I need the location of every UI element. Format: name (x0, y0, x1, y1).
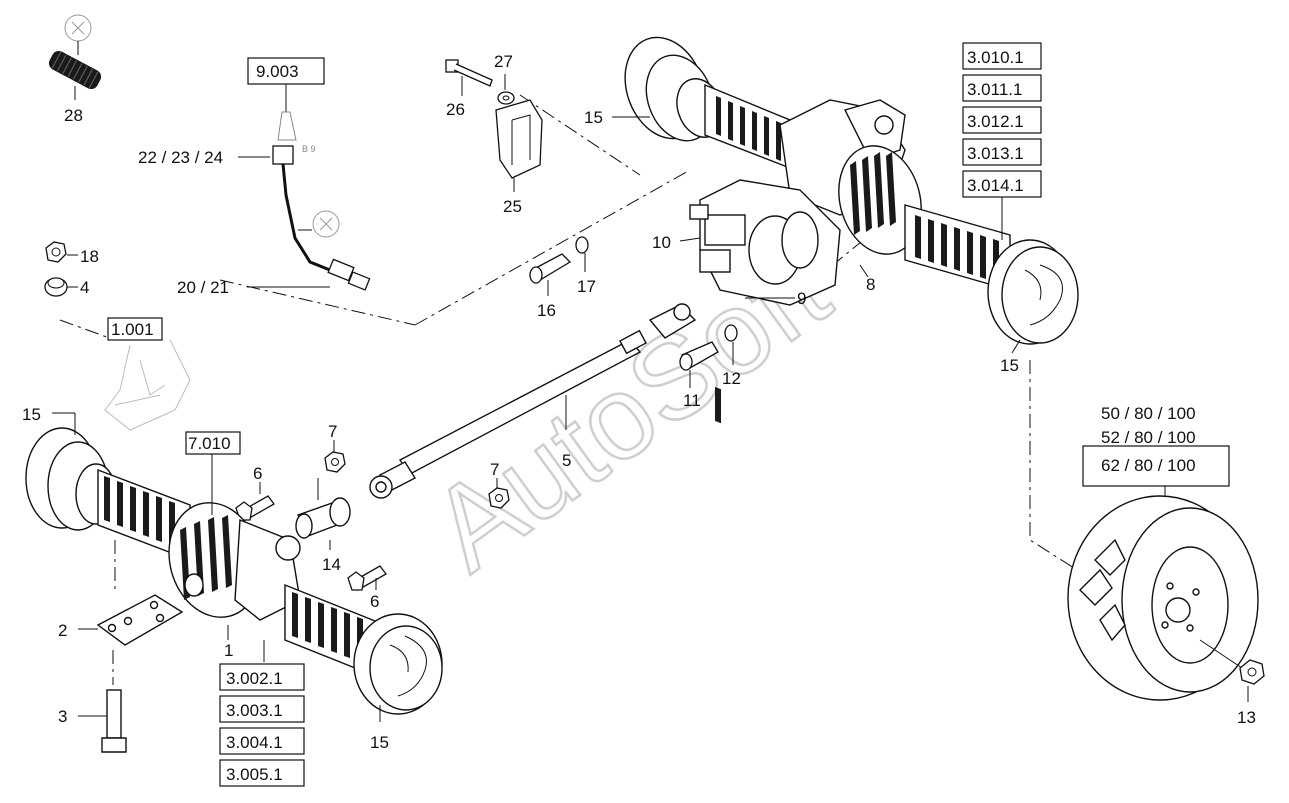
callout-25: 25 (503, 197, 522, 216)
sensor-cable: B 9 (272, 84, 371, 291)
ref-box-1001: 1.001 (107, 317, 163, 341)
svg-text:3.005.1: 3.005.1 (226, 765, 283, 784)
callout-2: 2 (58, 621, 67, 640)
svg-text:9.003: 9.003 (256, 62, 299, 81)
washer-27 (497, 74, 515, 105)
callout-3: 3 (58, 707, 67, 726)
callout-12: 12 (722, 369, 741, 388)
svg-text:3.004.1: 3.004.1 (226, 733, 283, 752)
rear-axle (624, 36, 1079, 424)
callout-1: 1 (224, 641, 233, 660)
ref-stack-rear-axle: 3.010.1 3.011.1 3.012.1 3.013.1 3.014.1 (962, 42, 1042, 240)
ghost-frame (104, 339, 191, 431)
callout-15-front-right: 15 (370, 733, 389, 752)
svg-text:3.010.1: 3.010.1 (967, 48, 1024, 67)
spring-part-28 (48, 50, 102, 100)
nut-7-lower (488, 478, 510, 509)
sleeve-4 (44, 277, 78, 297)
nut-7-upper (324, 440, 346, 473)
ref-box-tyres: 50 / 80 / 100 52 / 80 / 100 62 / 80 / 10… (1082, 404, 1230, 515)
flange-14 (295, 478, 351, 550)
drive-shaft-5 (369, 303, 697, 499)
callout-15-rear-left: 15 (584, 108, 603, 127)
plate-2 (78, 594, 184, 646)
callout-4: 4 (80, 278, 89, 297)
callout-5: 5 (562, 451, 571, 470)
svg-text:1.001: 1.001 (111, 320, 154, 339)
washer-17 (575, 236, 589, 272)
callout-22-23-24: 22 / 23 / 24 (138, 148, 223, 167)
nut-18 (45, 241, 78, 263)
callout-15-front-left: 15 (22, 405, 41, 424)
tyre-wheel (1067, 495, 1259, 701)
svg-text:3.012.1: 3.012.1 (967, 112, 1024, 131)
callout-9: 9 (797, 289, 806, 308)
svg-text:B 9: B 9 (302, 144, 316, 154)
callout-16: 16 (537, 301, 556, 320)
callout-27: 27 (494, 52, 513, 71)
washer-12 (724, 324, 738, 365)
bolt-3 (78, 650, 127, 753)
bolt-11 (679, 341, 719, 388)
callout-17: 17 (577, 277, 596, 296)
ref-stack-front-axle: 3.002.1 3.003.1 3.004.1 3.005.1 (219, 640, 305, 787)
svg-text:52 / 80 / 100: 52 / 80 / 100 (1101, 428, 1196, 447)
bolt-26 (445, 59, 493, 96)
svg-text:3.002.1: 3.002.1 (226, 669, 283, 688)
svg-text:3.013.1: 3.013.1 (967, 144, 1024, 163)
callout-20-21: 20 / 21 (177, 278, 229, 297)
bolt-6-lower (347, 565, 387, 591)
callout-7-lower: 7 (490, 460, 499, 479)
callout-11: 11 (683, 391, 701, 410)
rear-left-fins (716, 96, 781, 161)
bolt-6-upper (235, 482, 275, 521)
bracket-25 (495, 99, 543, 192)
callout-15-rear-right: 15 (1000, 356, 1019, 375)
callout-10: 10 (652, 233, 671, 252)
callout-6-upper: 6 (253, 464, 262, 483)
svg-text:50 / 80 / 100: 50 / 80 / 100 (1101, 404, 1196, 423)
callout-14: 14 (322, 555, 341, 574)
svg-text:3.003.1: 3.003.1 (226, 701, 283, 720)
nut-13 (1199, 639, 1265, 702)
callout-26: 26 (446, 100, 465, 119)
bolt-16 (529, 253, 572, 296)
svg-text:3.011.1: 3.011.1 (967, 80, 1022, 99)
callout-13: 13 (1237, 708, 1256, 727)
callout-18: 18 (80, 247, 99, 266)
callout-6-lower: 6 (370, 592, 379, 611)
callout-7-upper: 7 (328, 422, 337, 441)
callout-8: 8 (866, 275, 875, 294)
svg-text:62 / 80 / 100: 62 / 80 / 100 (1101, 456, 1196, 475)
callout-28: 28 (64, 106, 83, 125)
sensor-marker-icon-top (64, 14, 92, 55)
ref-box-9003: 9.003 (247, 57, 325, 85)
ref-box-7010: 7.010 (185, 431, 241, 515)
svg-text:3.014.1: 3.014.1 (967, 176, 1024, 195)
svg-text:7.010: 7.010 (188, 434, 231, 453)
front-axle (25, 427, 443, 715)
